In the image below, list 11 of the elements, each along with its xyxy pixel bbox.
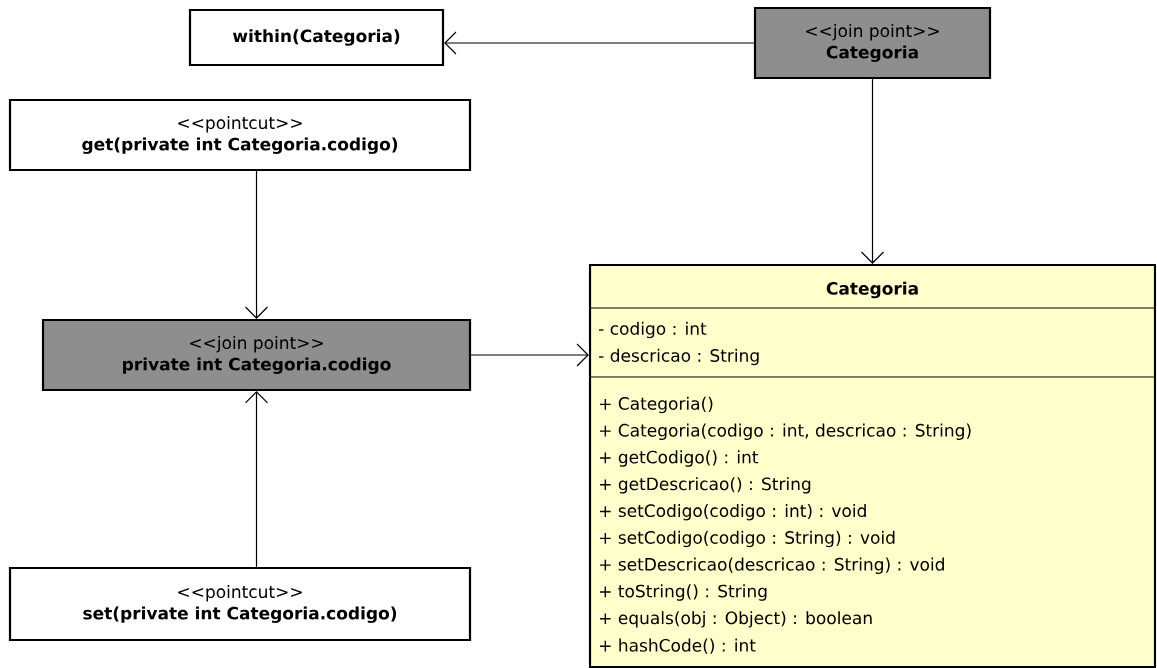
pointcut-box: within(Categoria): [188, 8, 445, 67]
arrow: [244, 391, 269, 568]
pointcut-box: <<pointcut>> set(private int Categoria.codigo): [8, 566, 472, 642]
class-box: Categoria - codigo : int - descricao : String + Categoria() + Categoria(codigo : int, descricao : String) + getCodigo() : int + getDescricao() : String + setCodigo(codigo : int) : void + setCodigo(codigo : String) : void + setDescricao(descricao : String) : void + toString() : String + equals(obj : Object) : boolean + hashCode() : int: [588, 263, 1157, 668]
join-point-box: <<join point>> Categoria: [753, 6, 992, 80]
pointcut-box: <<pointcut>> get(private int Categoria.codigo): [8, 98, 472, 172]
arrow: [244, 170, 269, 319]
join-point-box: <<join point>> private int Categoria.codigo: [41, 318, 472, 392]
arrow: [444, 31, 755, 55]
arrow: [860, 78, 885, 264]
arrow: [470, 343, 589, 367]
